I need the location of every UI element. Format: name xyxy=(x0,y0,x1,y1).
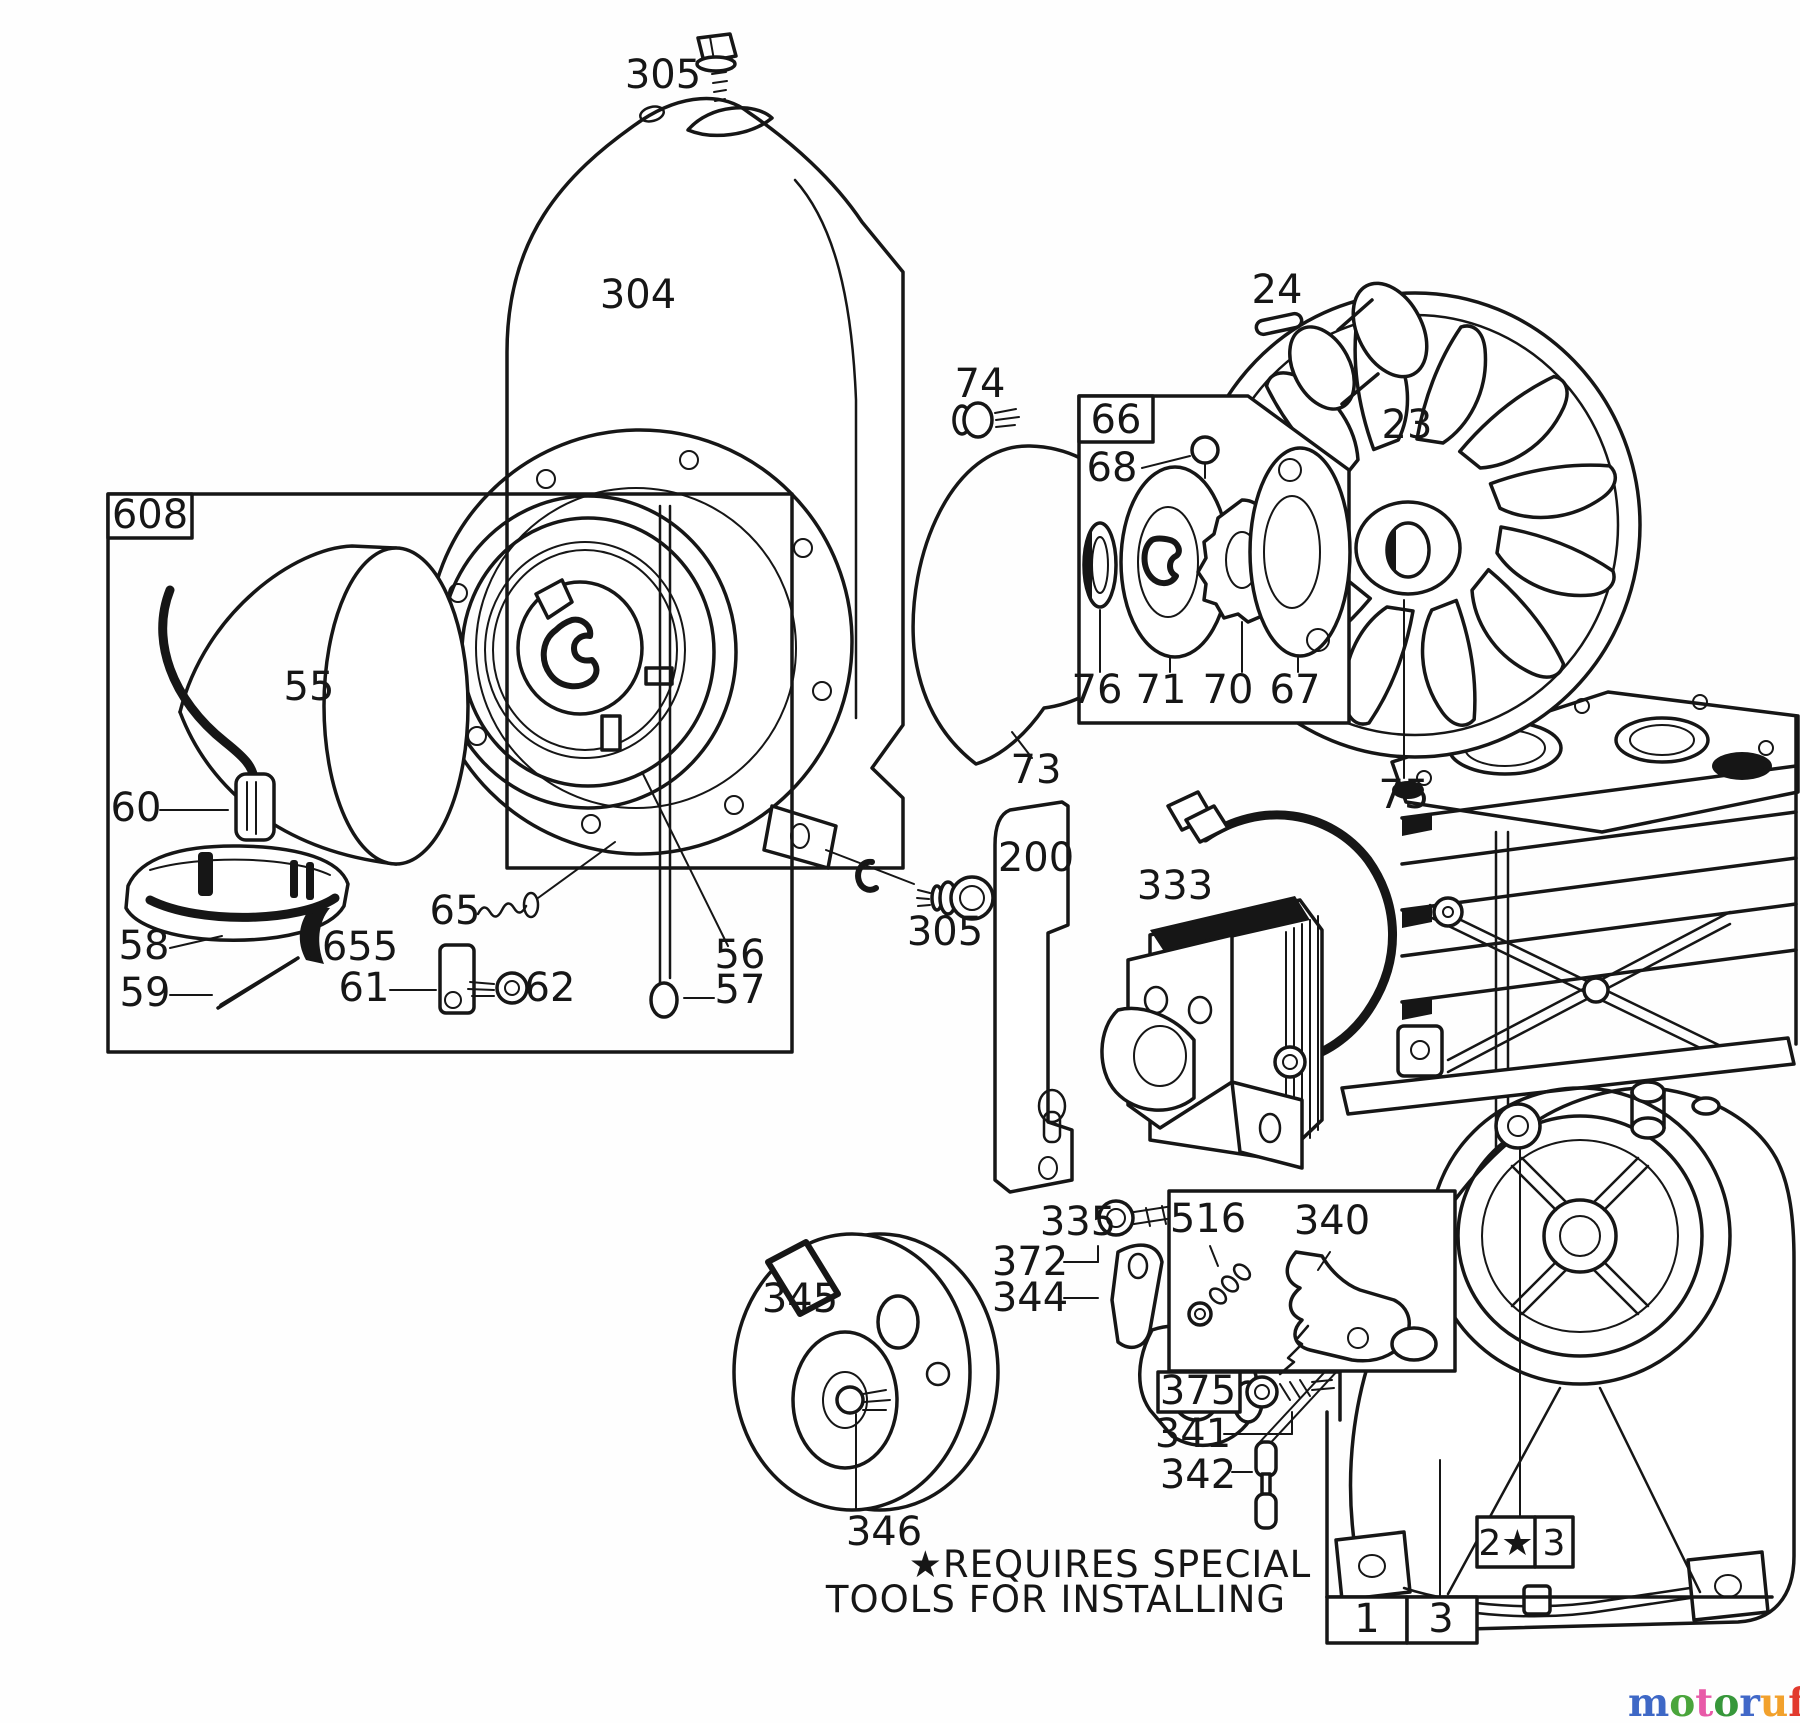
cylinder-block-drawing xyxy=(1340,690,1800,1312)
ignition-coil-333 xyxy=(1100,790,1397,1170)
bolt-305-side xyxy=(825,849,995,921)
callout-57: 57 xyxy=(715,967,766,1013)
callout-70: 70 xyxy=(1203,667,1254,713)
callout-200: 200 xyxy=(998,835,1074,881)
watermark-letter: r xyxy=(1739,1680,1760,1723)
callout-71: 71 xyxy=(1136,667,1187,713)
callout-608: 608 xyxy=(112,492,188,538)
callout-68: 68 xyxy=(1087,445,1138,491)
callout-66: 66 xyxy=(1091,397,1142,443)
callout-375: 375 xyxy=(1160,1368,1236,1414)
callout-58: 58 xyxy=(119,923,170,969)
bracket-200 xyxy=(993,800,1074,1194)
watermark-letter: o xyxy=(1669,1680,1696,1723)
callout-box-1-3 xyxy=(1325,1459,1479,1645)
callout-59: 59 xyxy=(120,970,171,1016)
callout-67: 67 xyxy=(1270,667,1321,713)
rewind-starter-group-608 xyxy=(106,492,794,1054)
callout-516: 516 xyxy=(1170,1196,1246,1242)
watermark-letter: f xyxy=(1788,1680,1800,1723)
flywheel-key-24 xyxy=(1254,311,1304,337)
callout-76: 76 xyxy=(1072,667,1123,713)
callout-75: 75 xyxy=(1379,772,1430,818)
watermark-letter: m xyxy=(1628,1680,1670,1723)
callout-65: 65 xyxy=(430,888,481,934)
starter-clutch-group-66 xyxy=(1077,394,1352,725)
bolt-305-top xyxy=(695,32,738,102)
callout-labels: 305 304 24 23 74 66 68 76 71 70 67 73 75… xyxy=(111,52,1566,1642)
callout-74: 74 xyxy=(955,361,1006,407)
callout-box-2star3 xyxy=(1475,1147,1575,1569)
callout-55: 55 xyxy=(284,664,335,710)
note-line2: TOOLS FOR INSTALLING xyxy=(825,1578,1286,1621)
blower-housing-304 xyxy=(426,96,905,870)
note-line1: ★REQUIRES SPECIAL xyxy=(909,1543,1312,1586)
watermark-letter: o xyxy=(1713,1680,1740,1723)
callout-61: 61 xyxy=(339,965,390,1011)
throttle-parts-375-341-342 xyxy=(1156,1370,1342,1530)
callout-655: 655 xyxy=(322,924,398,970)
breather-assembly-345 xyxy=(732,1232,1000,1512)
callout-56: 56 xyxy=(715,932,766,978)
callout-346: 346 xyxy=(846,1509,922,1555)
callout-342: 342 xyxy=(1160,1452,1236,1498)
watermark-letter: t xyxy=(1695,1680,1714,1723)
callout-2star3-right: 3 xyxy=(1543,1523,1566,1564)
callout-305-top: 305 xyxy=(625,52,701,98)
callout-2star3-left: 2★ xyxy=(1478,1523,1533,1564)
callout-340: 340 xyxy=(1294,1198,1370,1244)
callout-305-side: 305 xyxy=(907,909,983,955)
callout-24: 24 xyxy=(1252,267,1303,313)
callout-335: 335 xyxy=(1040,1199,1116,1245)
callout-1: 1 xyxy=(1354,1596,1379,1642)
callout-3: 3 xyxy=(1428,1596,1453,1642)
callout-23: 23 xyxy=(1382,402,1433,448)
callout-341: 341 xyxy=(1155,1411,1231,1457)
callout-333: 333 xyxy=(1137,863,1213,909)
callout-372: 372 xyxy=(992,1239,1068,1285)
callout-73: 73 xyxy=(1011,747,1062,793)
crankcase-drawing xyxy=(1257,1080,1796,1632)
governor-box-516-340 xyxy=(1167,1189,1457,1376)
watermark-letter: u xyxy=(1759,1680,1789,1723)
bolt-74 xyxy=(952,401,1020,439)
callout-60: 60 xyxy=(111,785,162,831)
watermark-logo: motoruf'.de xyxy=(1628,1668,1800,1723)
callout-304: 304 xyxy=(600,272,676,318)
callout-344: 344 xyxy=(992,1275,1068,1321)
callout-62: 62 xyxy=(525,965,576,1011)
callout-345: 345 xyxy=(762,1276,838,1322)
